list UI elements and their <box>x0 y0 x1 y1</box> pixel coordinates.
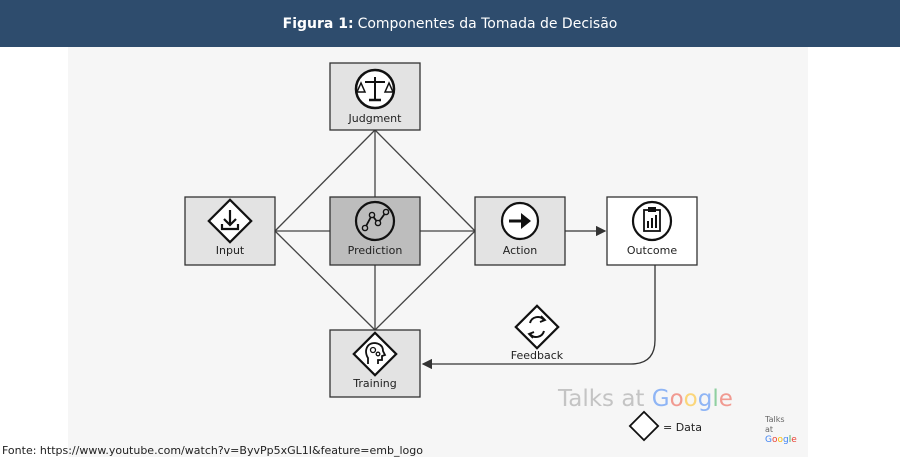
action-label: Action <box>503 244 537 257</box>
svg-text:Google: Google <box>765 435 797 445</box>
prediction-label: Prediction <box>348 244 403 257</box>
feedback-node: Feedback <box>511 304 564 362</box>
prediction-node: Prediction <box>329 196 421 266</box>
talks-at-google-logo: Talks at Google <box>764 415 797 445</box>
talks-at-google-watermark: Talks at Google <box>557 386 733 412</box>
svg-text:Talks: Talks <box>764 415 785 424</box>
training-label: Training <box>352 377 396 390</box>
figure-prefix: Figura 1: <box>282 15 354 32</box>
judgment-node: Judgment <box>329 62 421 131</box>
line-graph-icon <box>354 200 396 242</box>
legend-data-label: = Data <box>663 421 702 434</box>
svg-text:at: at <box>765 425 773 434</box>
training-node: Training <box>329 329 421 398</box>
feedback-label: Feedback <box>511 349 564 362</box>
scales-icon <box>354 68 396 110</box>
cycle-icon <box>527 315 547 339</box>
feedback-arrow <box>421 265 656 370</box>
figure-title-bar: Figura 1: Componentes da Tomada de Decis… <box>0 0 900 47</box>
judgment-label: Judgment <box>348 112 403 125</box>
figure-title: Componentes da Tomada de Decisão <box>357 15 618 32</box>
input-label: Input <box>216 244 245 257</box>
input-node: Input <box>184 196 276 266</box>
clipboard-icon <box>631 200 673 242</box>
svg-text:Talks at Google: Talks at Google <box>557 386 733 412</box>
source-citation: Fonte: https://www.youtube.com/watch?v=B… <box>2 444 423 457</box>
data-legend: = Data <box>628 410 702 442</box>
head-gears-icon <box>352 331 398 377</box>
action-node: Action <box>474 196 566 266</box>
outcome-label: Outcome <box>627 244 677 257</box>
download-arrow-icon <box>207 198 253 244</box>
right-arrow-icon <box>500 201 540 241</box>
outcome-node: Outcome <box>606 196 698 266</box>
